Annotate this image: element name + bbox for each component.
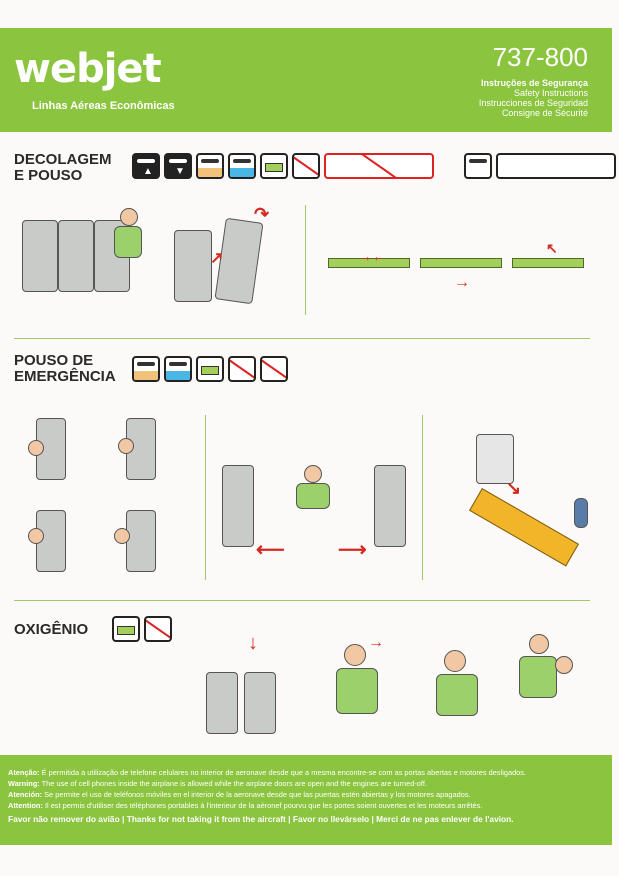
brace-position-illustration (14, 410, 194, 585)
adult-head (529, 634, 549, 654)
recline-arrow-icon: ↷ (254, 204, 270, 224)
plane-cruise-icon (464, 153, 492, 179)
evacuation-slide (469, 488, 579, 567)
land-sand-icon (196, 153, 224, 179)
exit-arrow-right-icon: ⟶ (338, 539, 367, 561)
crew-member (574, 498, 588, 528)
warning-es: Atención: Se permite el uso de teléfonos… (8, 790, 471, 799)
takeoff-icon-row: ▲ ▼ (132, 153, 434, 179)
passenger-head (118, 438, 134, 454)
mask-drop-arrow-icon: ↓ (248, 632, 258, 654)
no-electronics-icon (324, 153, 434, 179)
seat-back (126, 510, 156, 572)
title-pt: Instruções de Segurança (480, 78, 588, 88)
seatbelt-illustration: →← → ↖ (320, 230, 590, 310)
slide-arrow-icon: ↘ (506, 478, 522, 498)
panel-divider (305, 205, 306, 315)
seat-row (374, 465, 406, 547)
exit-arrow-left-icon: ⟵ (256, 539, 285, 561)
section-title-takeoff: DECOLAGEM E POUSO (14, 152, 112, 184)
aircraft-model: 737-800 (492, 42, 588, 72)
land-water-icon (228, 153, 256, 179)
wear-mask-illustration (410, 620, 500, 735)
keep-on-board-note: Favor não remover do avião | Thanks for … (8, 814, 514, 824)
slide-evacuation-illustration: ↘ (436, 428, 596, 578)
oxygen-icon-row (112, 616, 172, 642)
assist-child-illustration (505, 620, 595, 735)
warning-pt: Atenção: É permitida a utilização de tel… (8, 768, 527, 777)
release-arrow-icon: ↖ (546, 240, 558, 256)
seatbelt-icon (196, 356, 224, 382)
passenger-head (444, 650, 466, 672)
warning-en: Warning: The use of cell phones inside t… (8, 779, 427, 788)
land-sand-icon (132, 356, 160, 382)
seat-row (222, 465, 254, 547)
seat-back (22, 220, 58, 292)
electronics-allowed-icon (496, 153, 616, 179)
oxygen-mask-drop-illustration: ↓ (196, 612, 296, 737)
plane-down-icon: ▼ (164, 153, 192, 179)
seat-back (174, 230, 212, 302)
belt-strap (328, 258, 410, 268)
pull-mask-illustration: → (312, 620, 402, 735)
seatbelt-icon (260, 153, 288, 179)
seat-back (58, 220, 94, 292)
passenger-head (28, 440, 44, 456)
panel-divider (422, 415, 423, 580)
passenger-body (114, 226, 142, 258)
section-title-emergency: POUSO DE EMERGÊNCIA (14, 353, 116, 385)
card-titles: Instruções de Segurança Safety Instructi… (479, 78, 588, 118)
takeoff-title-line2: E POUSO (14, 167, 83, 184)
emergency-title-line1: POUSO DE (14, 352, 94, 369)
passenger-head (114, 528, 130, 544)
warning-footer: Atenção: É permitida a utilização de tel… (0, 755, 612, 845)
child-head (555, 656, 573, 674)
title-es: Instrucciones de Seguridad (478, 98, 588, 108)
seat-upright-illustration: ↷ ↗ (14, 200, 294, 320)
passenger-body (296, 483, 330, 509)
warning-fr: Attention: Il est permis d'utiliser des … (8, 801, 483, 810)
passenger-body (436, 674, 478, 716)
no-high-heels-icon (228, 356, 256, 382)
seat-back (244, 672, 276, 734)
emergency-title-line2: EMERGÊNCIA (14, 368, 116, 385)
upright-arrow-icon: ↗ (210, 250, 224, 267)
section-title-oxygen: OXIGÊNIO (14, 621, 89, 638)
header-banner: webjet Linhas Aéreas Econômicas 737-800 … (0, 28, 612, 132)
panel-divider (205, 415, 206, 580)
seat-back (126, 418, 156, 480)
seat-back (206, 672, 238, 734)
no-smoking-icon (144, 616, 172, 642)
emergency-icon-row (132, 356, 288, 382)
takeoff-title-line1: DECOLAGEM (14, 151, 112, 168)
airline-subtitle: Linhas Aéreas Econômicas (32, 100, 175, 112)
smoke-crawl-illustration: ⟵ ⟶ (218, 425, 408, 575)
no-smoking-icon (292, 153, 320, 179)
passenger-head (344, 644, 366, 666)
belt-strap (420, 258, 502, 268)
plane-up-icon: ▲ (132, 153, 160, 179)
passenger-head (120, 208, 138, 226)
no-smoking-icon (260, 356, 288, 382)
title-fr: Consigne de Sécurité (501, 108, 588, 118)
exit-door (476, 434, 514, 484)
pull-arrow-icon: → (368, 634, 384, 651)
passenger-body (336, 668, 378, 714)
section-divider (14, 600, 590, 601)
allowed-icon-row (464, 153, 616, 179)
fasten-arrow-icon: →← (358, 248, 386, 264)
section-divider (14, 338, 590, 339)
airline-logo: webjet (14, 46, 162, 92)
tighten-arrow-icon: → (454, 274, 470, 291)
belt-strap (512, 258, 584, 268)
land-water-icon (164, 356, 192, 382)
adult-body (519, 656, 557, 698)
passenger-head (28, 528, 44, 544)
passenger-head (304, 465, 322, 483)
title-en: Safety Instructions (513, 88, 588, 98)
seatbelt-icon (112, 616, 140, 642)
